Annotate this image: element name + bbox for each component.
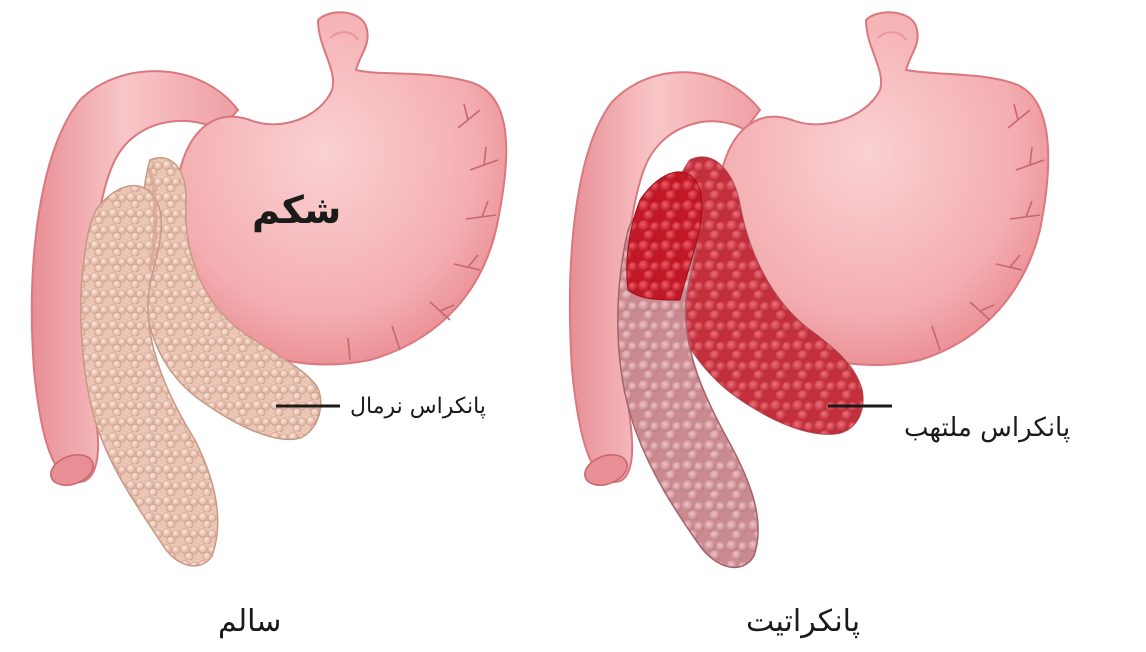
healthy-organs — [32, 12, 506, 566]
inflamed-pancreas-label: پانکراس ملتهب — [904, 413, 1070, 443]
normal-pancreas-label: پانکراس نرمال — [350, 394, 486, 419]
pancreatitis-caption: پانکراتیت — [746, 604, 860, 639]
stomach-label: شکم — [252, 188, 341, 232]
healthy-caption: سالم — [218, 604, 281, 639]
pancreatitis-organs — [570, 12, 1048, 567]
